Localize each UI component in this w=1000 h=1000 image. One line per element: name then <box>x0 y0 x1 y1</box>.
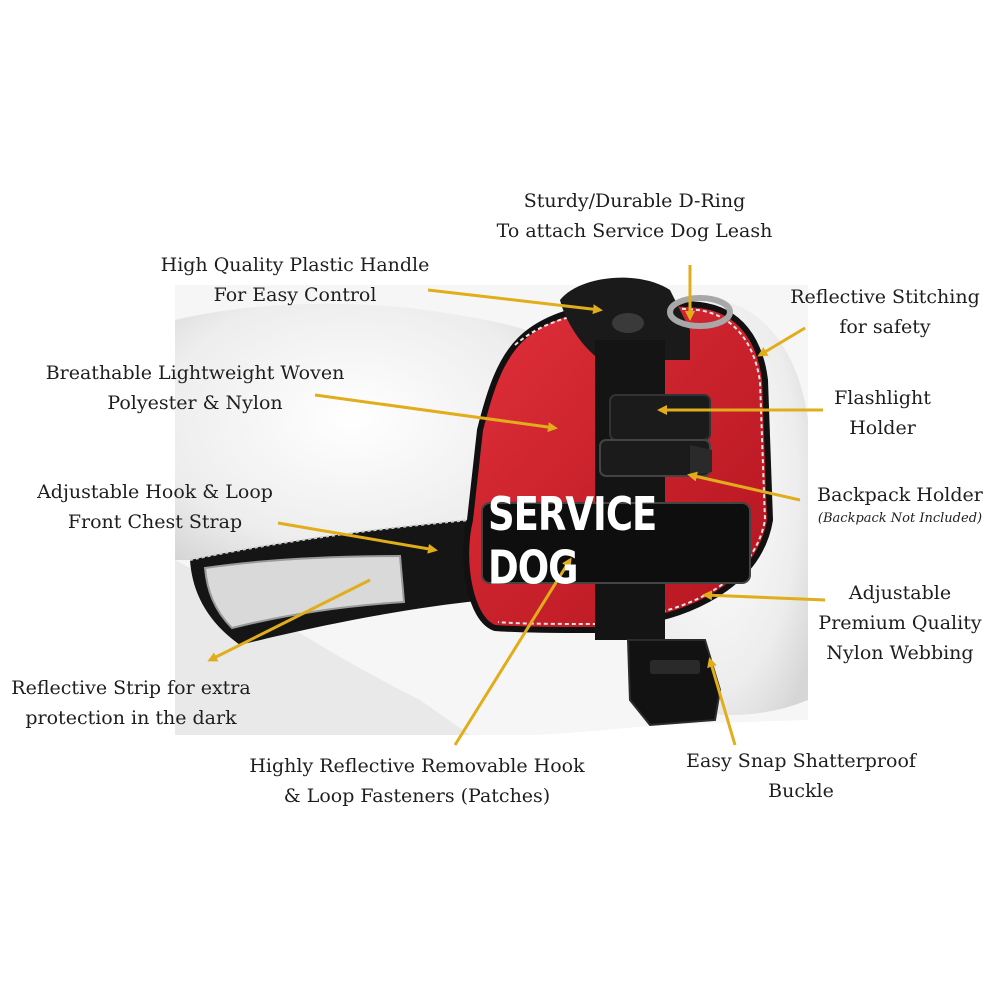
buckle-slot <box>650 660 700 674</box>
label-strip: Reflective Strip for extra protection in… <box>11 677 251 729</box>
label-stitching: Reflective Stitching for safety <box>790 286 980 338</box>
arrow-webbing <box>702 590 826 602</box>
arrow-chest-strap <box>277 521 438 554</box>
label-backpack: Backpack Holder (Backpack Not Included) <box>817 484 983 526</box>
arrow-handle <box>427 288 603 315</box>
holder-buckle <box>690 445 712 476</box>
strip-outline <box>189 519 471 561</box>
reflective-stitching <box>497 306 767 626</box>
reflective-strip <box>203 554 406 630</box>
callout-arrows <box>207 265 826 746</box>
label-chest-strap: Adjustable Hook & Loop Front Chest Strap <box>37 481 273 533</box>
arrow-stitching <box>757 326 806 357</box>
handle-hole <box>612 313 644 333</box>
arrow-fasteners <box>453 557 572 746</box>
label-handle: High Quality Plastic Handle For Easy Con… <box>160 254 430 306</box>
flashlight-holder <box>609 394 711 441</box>
label-flashlight: Flashlight Holder <box>834 387 931 439</box>
arrow-material <box>314 393 558 432</box>
label-material: Breathable Lightweight Woven Polyester &… <box>45 362 345 414</box>
vertical-webbing <box>595 340 665 640</box>
snap-buckle <box>626 639 722 727</box>
label-fasteners: Highly Reflective Removable Hook & Loop … <box>249 755 585 807</box>
service-dog-patch <box>481 502 751 584</box>
arrow-backpack <box>687 471 801 502</box>
d-ring <box>667 295 733 329</box>
arrow-buckle <box>707 657 737 746</box>
arrow-strip <box>207 578 371 662</box>
label-webbing: Adjustable Premium Quality Nylon Webbing <box>818 582 982 664</box>
patch-text: SERVICE DOG <box>488 487 657 595</box>
label-d-ring: Sturdy/Durable D-Ring To attach Service … <box>496 190 773 242</box>
label-buckle: Easy Snap Shatterproof Buckle <box>686 750 916 802</box>
